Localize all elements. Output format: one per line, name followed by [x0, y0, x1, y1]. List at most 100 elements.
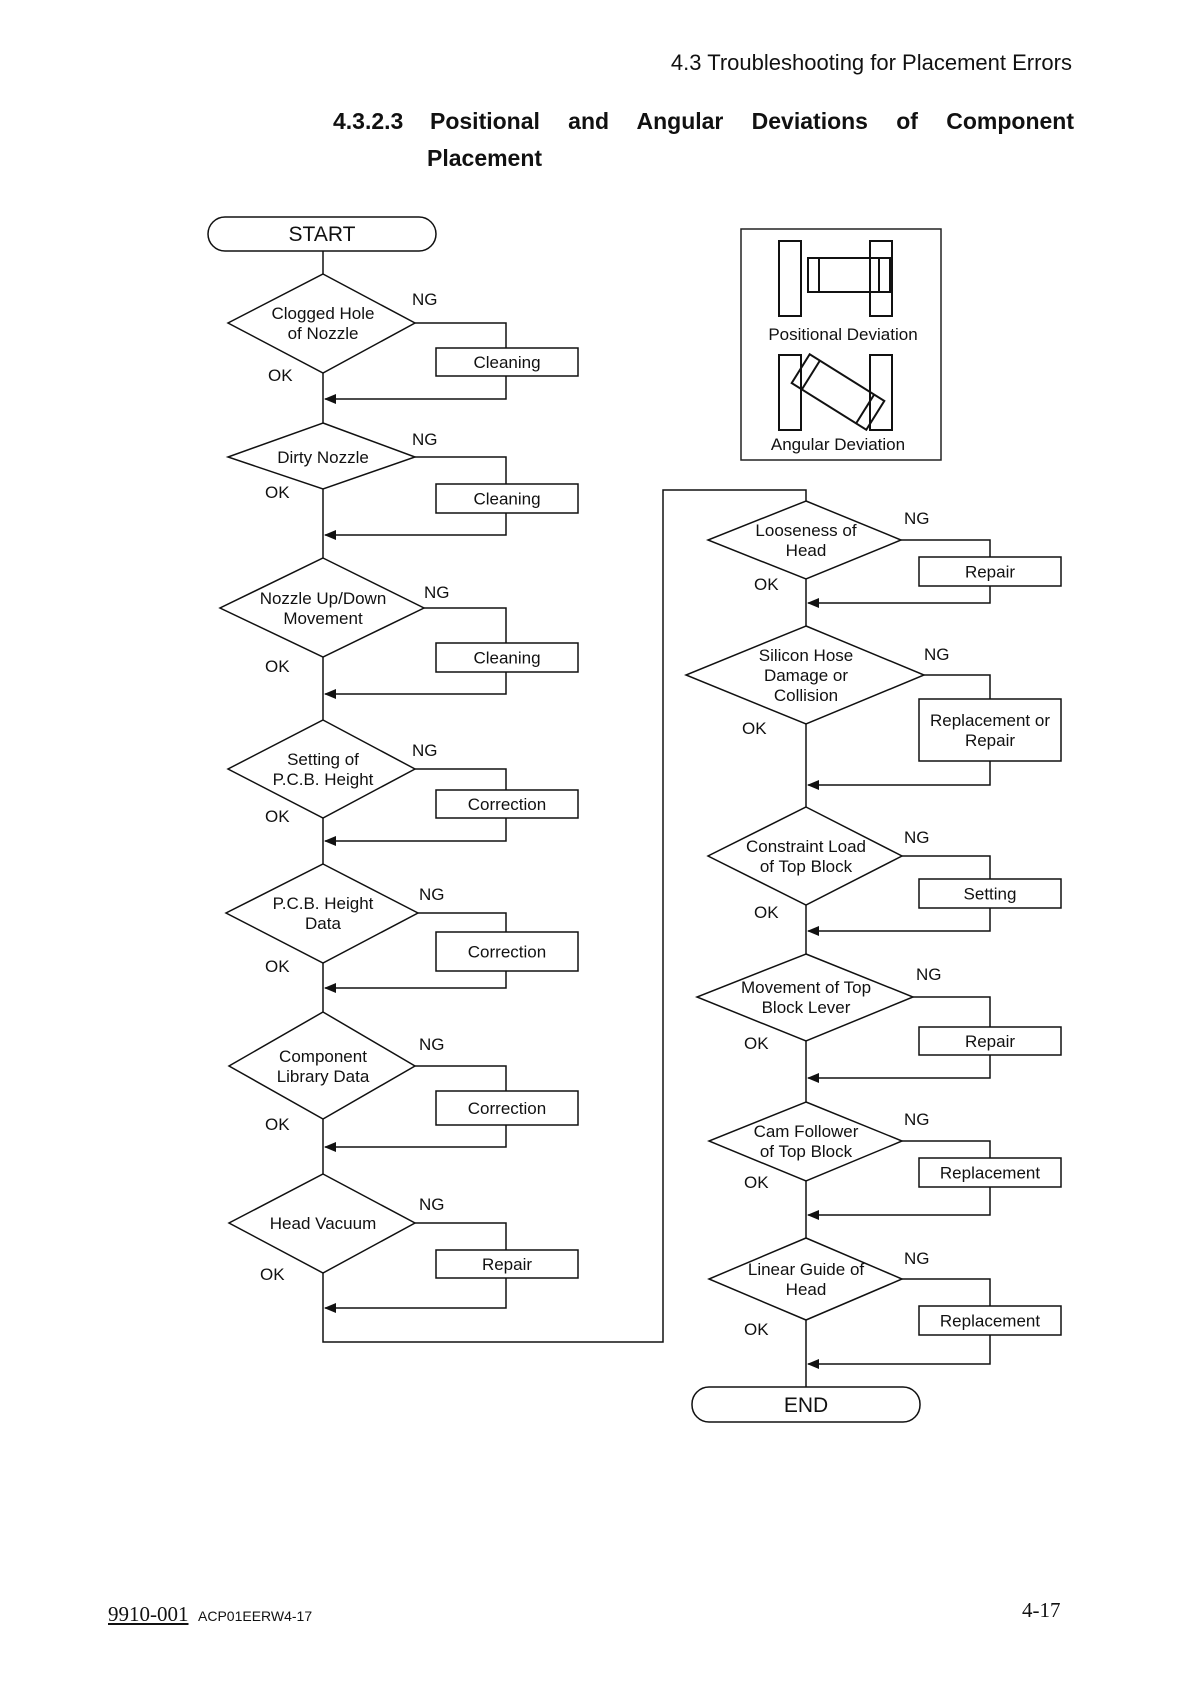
end-label: END	[784, 1394, 828, 1417]
ng-label: NG	[424, 583, 450, 602]
ng-branch-line	[902, 1140, 991, 1158]
action-box	[918, 1157, 1062, 1188]
decision-text: Constraint Load	[746, 837, 866, 856]
ng-branch-line	[415, 322, 507, 348]
return-arrow	[807, 1055, 991, 1083]
end-terminal: END	[691, 1364, 921, 1423]
decision-text: Silicon Hose	[759, 646, 854, 665]
decision-text: Linear Guide of	[748, 1260, 865, 1279]
ok-label: OK	[265, 483, 290, 502]
ok-label: OK	[744, 1034, 769, 1053]
return-arrow	[324, 513, 507, 540]
return-arrow	[324, 971, 507, 993]
footer-doc-code: ACP01EERW4-17	[198, 1608, 313, 1624]
ok-label: OK	[265, 657, 290, 676]
start-label: START	[289, 223, 356, 246]
action-box	[918, 698, 1062, 762]
ng-branch-line	[924, 674, 991, 699]
action-text: Replacement or	[930, 711, 1050, 730]
action-text: Cleaning	[473, 649, 540, 668]
ng-label: NG	[904, 1110, 930, 1129]
return-arrow	[324, 672, 507, 699]
right-action-4: Repair	[918, 1026, 1062, 1056]
action-box	[435, 789, 579, 819]
decision-text: of Top Block	[760, 1142, 853, 1161]
action-text: Repair	[965, 563, 1015, 582]
ng-branch-line	[415, 1222, 507, 1250]
return-arrow	[807, 1335, 991, 1369]
return-arrow	[807, 908, 991, 936]
return-arrow	[807, 586, 991, 608]
column-connector	[322, 489, 807, 1343]
angular-deviation-icon	[778, 352, 893, 432]
ng-label: NG	[419, 1035, 445, 1054]
decision-text: P.C.B. Height	[273, 894, 374, 913]
page-title-continued: Placement	[427, 145, 543, 171]
ok-label: OK	[742, 719, 767, 738]
ng-label: NG	[412, 741, 438, 760]
ng-label: NG	[412, 430, 438, 449]
action-box	[435, 483, 579, 514]
ng-branch-line	[902, 1278, 991, 1306]
decision-diamond	[706, 806, 904, 906]
ok-label: OK	[265, 807, 290, 826]
decision-text: P.C.B. Height	[273, 770, 374, 789]
ng-branch-line	[415, 768, 507, 790]
left-action-2: Cleaning	[435, 483, 579, 514]
return-arrow	[324, 1278, 507, 1313]
left-action-7: Repair	[435, 1249, 579, 1279]
right-action-1: Repair	[918, 556, 1062, 587]
right-action-6: Replacement	[918, 1305, 1062, 1336]
decision-diamond	[707, 1237, 904, 1321]
ng-label: NG	[924, 645, 950, 664]
ok-label: OK	[744, 1320, 769, 1339]
ng-label: NG	[904, 1249, 930, 1268]
decision-text: of Nozzle	[288, 324, 359, 343]
return-arrow	[324, 1125, 507, 1152]
decision-text: Head	[786, 1280, 827, 1299]
left-action-5: Correction	[435, 931, 579, 972]
ng-label: NG	[916, 965, 942, 984]
action-text: Repair	[965, 731, 1015, 750]
ok-label: OK	[265, 957, 290, 976]
ng-branch-line	[901, 539, 991, 557]
ng-label: NG	[904, 828, 930, 847]
legend-box: Positional Deviation Angular Deviation	[740, 228, 942, 461]
return-arrow	[324, 376, 507, 404]
decision-text: Data	[305, 914, 341, 933]
action-text: Setting	[964, 885, 1017, 904]
return-arrow	[324, 818, 507, 846]
decision-text: Component	[279, 1047, 367, 1066]
ok-label: OK	[265, 1115, 290, 1134]
title-number: 4.3.2.3	[333, 108, 404, 134]
action-box	[918, 878, 1062, 909]
action-box	[918, 1305, 1062, 1336]
return-arrow	[807, 1187, 991, 1220]
page-title: Positional and Angular Deviations of Com…	[430, 108, 1074, 134]
ng-branch-line	[415, 1065, 507, 1091]
section-header: 4.3 Troubleshooting for Placement Errors	[670, 50, 1072, 75]
decision-text: Block Lever	[762, 998, 851, 1017]
ok-label: OK	[754, 903, 779, 922]
action-text: Correction	[468, 1099, 546, 1118]
start-terminal: START	[207, 216, 437, 252]
decision-text: Setting of	[287, 750, 359, 769]
action-text: Cleaning	[473, 490, 540, 509]
ng-branch-line	[418, 912, 507, 932]
return-arrow	[807, 761, 991, 790]
decision-text: Dirty Nozzle	[277, 448, 369, 467]
ng-branch-line	[415, 456, 507, 484]
decision-diamond	[705, 500, 903, 580]
decision-diamond	[226, 719, 417, 819]
action-text: Replacement	[940, 1312, 1040, 1331]
decision-text: Clogged Hole	[271, 304, 374, 323]
ng-label: NG	[904, 509, 930, 528]
left-action-3: Cleaning	[435, 642, 579, 673]
